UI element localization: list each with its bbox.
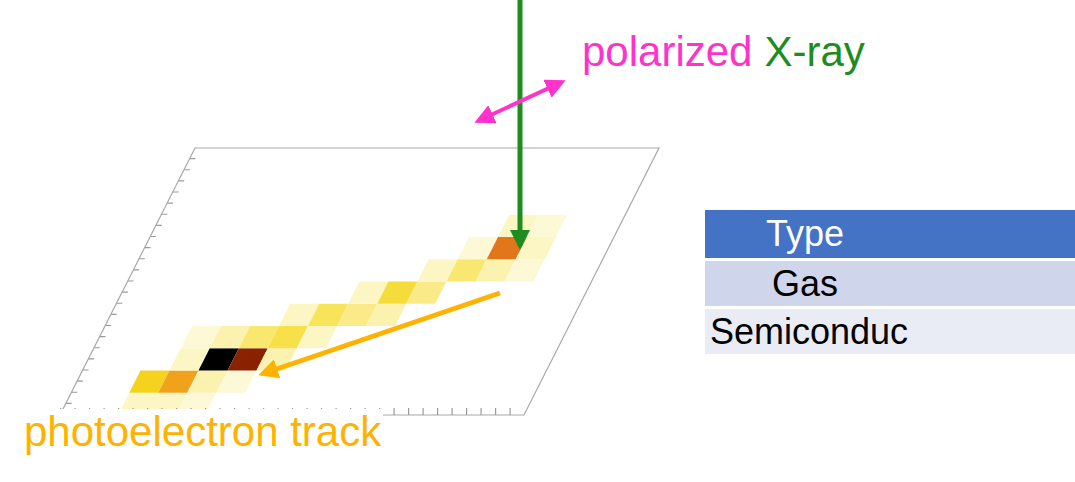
detector-plane xyxy=(60,148,659,415)
table-header-cell: Type xyxy=(766,214,844,254)
track-arrow xyxy=(262,293,500,374)
x-ray-arrow xyxy=(518,0,523,246)
polarization-label: polarized xyxy=(582,29,752,75)
polarization-arrow xyxy=(478,82,562,121)
table xyxy=(705,210,1075,354)
table-cell: Gas xyxy=(772,264,838,304)
table-cell: Semiconduc xyxy=(710,312,908,352)
x-ray-label: X-ray xyxy=(764,29,864,75)
track-label: photoelectron track xyxy=(22,409,383,455)
